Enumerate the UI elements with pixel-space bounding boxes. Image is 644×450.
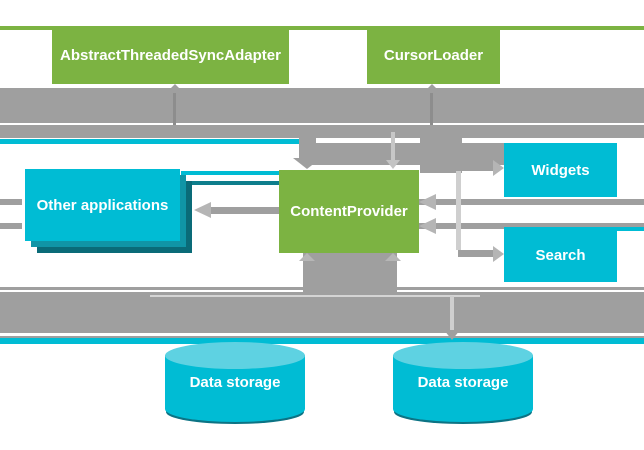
widgets-row-cyan-line xyxy=(0,139,307,144)
arrowhead-down-storage xyxy=(444,330,460,340)
top-bus-bar-2 xyxy=(0,125,644,138)
arrowhead-down-contentprovider-2 xyxy=(386,160,400,169)
mid-line-1-right xyxy=(419,199,644,205)
arrow-shaft-other-apps xyxy=(210,207,279,214)
node-other-applications: Other applications xyxy=(25,169,180,241)
arrowhead-left-cp-from-search xyxy=(419,218,436,234)
arrowhead-up-cursorloader xyxy=(423,84,441,93)
bottom-bus-hairline xyxy=(150,295,480,297)
arrowhead-left-other-apps xyxy=(194,202,211,218)
arrow-shaft-widgets xyxy=(455,164,494,171)
other-apps-stack-edge-line-2 xyxy=(181,181,279,185)
arrowhead-up-cp-bottom-2 xyxy=(385,253,401,261)
arrow-shaft-down-to-cp xyxy=(299,132,316,159)
mid-line-1-left xyxy=(0,199,22,205)
arrow-tail-to-storage xyxy=(450,296,454,332)
storage-right-top xyxy=(393,342,533,369)
node-data-storage-right: Data storage xyxy=(393,362,533,402)
node-other-applications-label: Other applications xyxy=(36,196,169,214)
arrowhead-left-cp-from-widgets xyxy=(419,194,436,210)
arrowhead-up-cp-bottom-1 xyxy=(299,253,315,261)
node-cursorloader: CursorLoader xyxy=(367,27,500,84)
arrowhead-up-syncadapter xyxy=(166,84,184,93)
node-contentprovider-label: ContentProvider xyxy=(290,203,408,220)
node-cursorloader-label: CursorLoader xyxy=(383,47,484,64)
node-data-storage-left: Data storage xyxy=(165,362,305,402)
node-widgets: Widgets xyxy=(504,143,617,197)
mid-line-2-left xyxy=(0,223,22,229)
bottom-bus-line-thin-bottom xyxy=(0,336,644,338)
top-bus-bar-1 xyxy=(0,88,644,123)
node-abstractthreadedsyncadapter: AbstractThreadedSyncAdapter xyxy=(52,27,289,84)
cp-to-bottom-bus-column xyxy=(303,253,397,292)
arrowhead-down-contentprovider xyxy=(293,158,321,169)
node-widgets-label: Widgets xyxy=(531,161,590,179)
arrow-tail-syncadapter xyxy=(173,92,176,125)
arrow-tail-down-to-cp-2 xyxy=(391,132,395,160)
arrow-tail-cursorloader xyxy=(430,92,433,125)
node-search-label: Search xyxy=(535,246,586,264)
top-row-line xyxy=(0,26,644,30)
node-data-storage-left-label: Data storage xyxy=(189,373,281,391)
node-data-storage-right-label: Data storage xyxy=(417,373,509,391)
mid-line-2-right xyxy=(419,223,644,229)
arrowhead-right-widgets xyxy=(493,160,504,176)
storage-row-cyan-line xyxy=(0,338,644,344)
widgets-to-search-connector xyxy=(456,171,461,250)
storage-left-top xyxy=(165,342,305,369)
node-contentprovider: ContentProvider xyxy=(279,170,419,253)
node-search: Search xyxy=(504,228,617,282)
bottom-bus-bar xyxy=(0,292,644,333)
arrow-shaft-search xyxy=(458,250,494,257)
arrowhead-right-search xyxy=(493,246,504,262)
node-abstractthreadedsyncadapter-label: AbstractThreadedSyncAdapter xyxy=(60,47,281,64)
other-apps-stack-edge-line-1 xyxy=(181,171,279,175)
